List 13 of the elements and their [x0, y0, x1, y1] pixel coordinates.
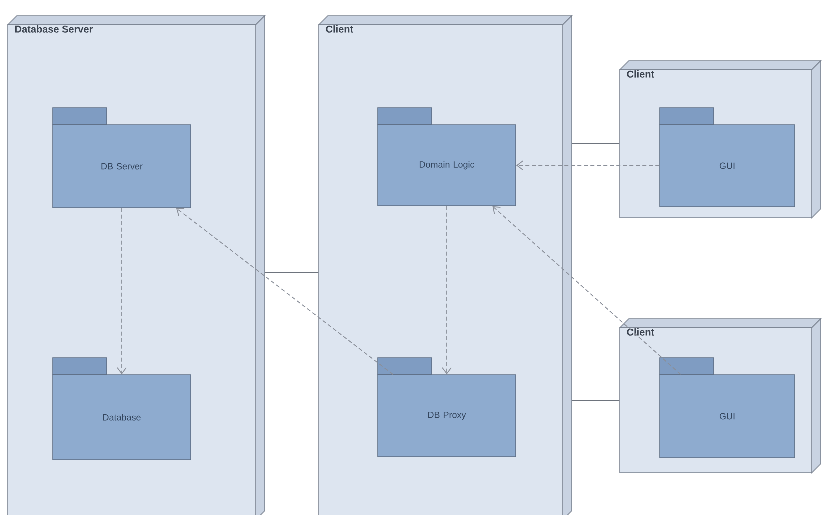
dependency-arrow	[442, 206, 452, 375]
connection-line	[264, 272, 320, 273]
dependency-arrow	[492, 206, 682, 376]
dependency-arrow	[176, 208, 394, 376]
package-box: DB Server	[52, 108, 192, 208]
connection-line	[572, 400, 620, 401]
package-box: GUI	[660, 108, 796, 208]
dependency-arrow	[117, 208, 127, 375]
package-box: Domain Logic	[378, 108, 516, 206]
dependency-arrow	[516, 160, 660, 171]
package-box: DB Proxy	[378, 358, 516, 458]
package-box: GUI	[660, 358, 796, 458]
package-box: Database	[52, 358, 192, 460]
